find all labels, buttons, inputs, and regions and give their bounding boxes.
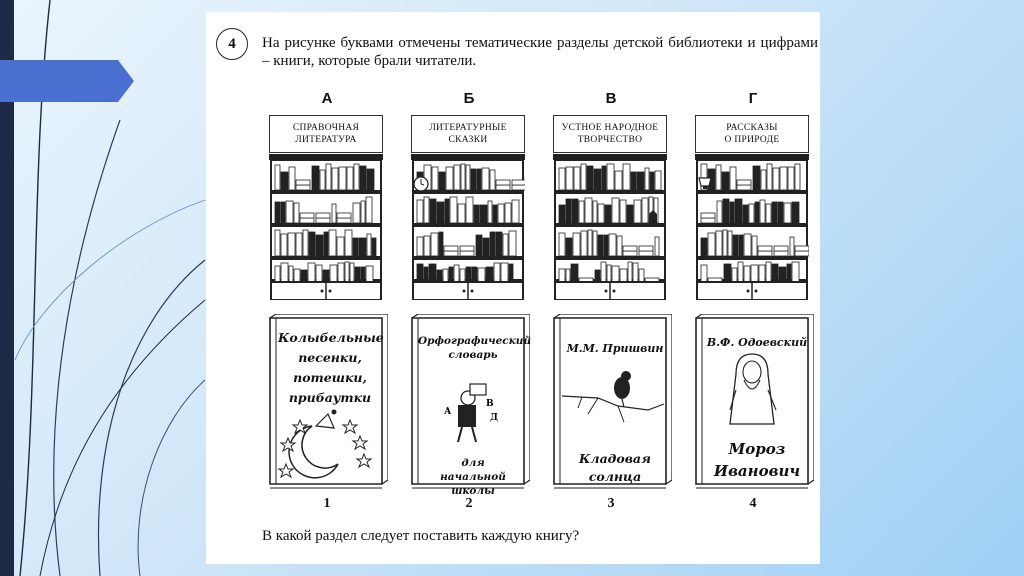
- book-2-subtitle-line2: начальной школы: [440, 471, 506, 497]
- arrow-tab: [0, 60, 134, 102]
- book-number-2: 2: [465, 496, 473, 511]
- shelf-letter-b: Б: [463, 90, 475, 107]
- shelf-sign-g: РАССКАЗЫ О ПРИРОДЕ: [695, 115, 809, 153]
- book-2-title-line2: словарь: [448, 349, 498, 361]
- sign-g-line1: РАССКАЗЫ: [726, 123, 778, 133]
- bookshelf-g: [695, 154, 809, 300]
- book-number-4: 4: [749, 496, 757, 511]
- sign-b-line2: СКАЗКИ: [448, 135, 488, 145]
- sign-a-line2: ЛИТЕРАТУРА: [295, 135, 357, 145]
- book-2-cover: А В Д: [411, 314, 530, 489]
- sign-a-line1: СПРАВОЧНАЯ: [292, 123, 360, 133]
- shelf-letter-a: А: [321, 90, 333, 107]
- book-3: М.М. Пришвин Кладовая солнца: [548, 314, 672, 490]
- instruction-text: На рисунке буквами отмечены тематические…: [262, 35, 818, 69]
- book-2: А В Д Орфографический словарь для началь…: [406, 314, 532, 497]
- book-number-3: 3: [607, 496, 615, 511]
- shelf-sign-v: УСТНОЕ НАРОДНОЕ ТВОРЧЕСТВО: [553, 115, 667, 153]
- book-4: В.Ф. Одоевский Мороз Иванович: [690, 314, 814, 490]
- question-number: 4: [216, 28, 248, 60]
- bookshelf-v: [553, 154, 667, 300]
- shelf-letter-v: В: [605, 90, 617, 107]
- sign-b-line1: ЛИТЕРАТУРНЫЕ: [429, 123, 507, 133]
- sign-g-line2: О ПРИРОДЕ: [724, 135, 780, 145]
- sign-v-line2: ТВОРЧЕСТВО: [577, 135, 643, 145]
- sign-v-line1: УСТНОЕ НАРОДНОЕ: [561, 123, 659, 133]
- book-1-title-line2: песенки,: [298, 350, 362, 365]
- svg-text:А: А: [444, 407, 452, 417]
- book-1-title-line1: Колыбельные: [278, 330, 384, 345]
- book-1-title-line3: потешки,: [293, 370, 367, 385]
- book-1: Колыбельные песенки, потешки, прибаутки: [264, 314, 388, 490]
- book-2-title-line1: Орфографический: [418, 335, 532, 347]
- shelf-letter-g: Г: [748, 90, 758, 107]
- book-4-author: В.Ф. Одоевский: [706, 336, 808, 349]
- book-4-title-line2: Иванович: [713, 462, 801, 480]
- svg-text:В: В: [486, 399, 494, 409]
- book-number-1: 1: [323, 496, 331, 511]
- book-3-author: М.М. Пришвин: [566, 342, 664, 355]
- trophy-icon: [698, 177, 712, 189]
- bookshelf-a: [269, 154, 383, 300]
- book-4-title-line1: Мороз: [728, 440, 786, 458]
- book-1-title-line4: прибаутки: [288, 390, 372, 405]
- shelf-sign-b: ЛИТЕРАТУРНЫЕ СКАЗКИ: [411, 115, 525, 153]
- question-text: В какой раздел следует поставить каждую …: [262, 528, 580, 544]
- book-3-title-line1: Кладовая: [579, 451, 651, 466]
- book-4-cover: [695, 314, 814, 489]
- shelf-sign-a: СПРАВОЧНАЯ ЛИТЕРАТУРА: [269, 115, 383, 153]
- left-accent-bar: [0, 0, 14, 576]
- svg-text:Д: Д: [490, 413, 498, 423]
- book-3-cover: [553, 314, 672, 489]
- book-3-title-line2: солнца: [588, 469, 642, 484]
- book-2-subtitle-line1: для: [461, 457, 485, 469]
- stars-icon: [277, 418, 373, 479]
- chess-icon: [647, 210, 659, 226]
- bookshelf-b: [411, 154, 525, 300]
- book-1-cover: [269, 314, 388, 489]
- question-card: 4 На рисунке буквами отмечены тематическ…: [206, 12, 820, 564]
- clock-icon: [413, 176, 429, 192]
